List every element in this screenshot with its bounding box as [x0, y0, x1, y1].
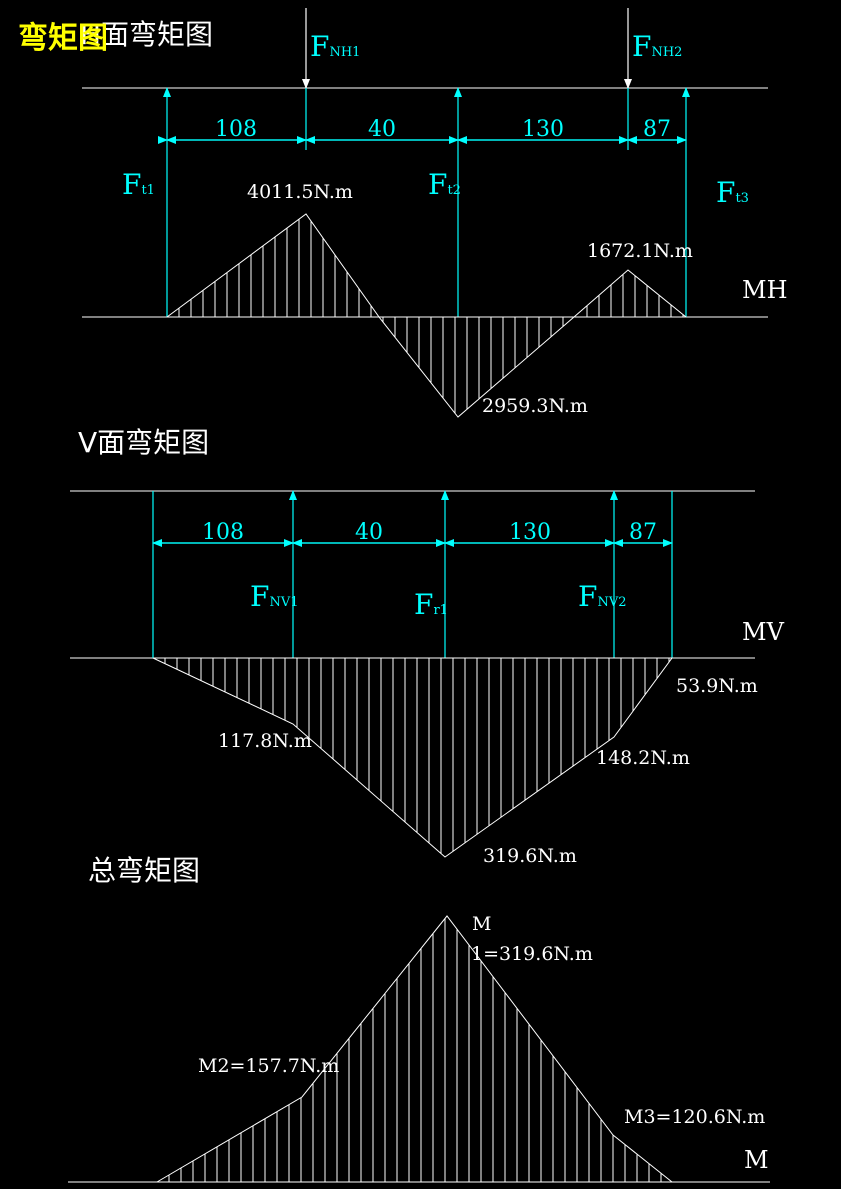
h-moment-shape-upper-right: [572, 269, 688, 318]
h-dim-label-3: 130: [522, 117, 564, 142]
v-moment-label-nv2: 148.2N.m: [596, 747, 690, 769]
h-moment-label-nh2: 1672.1N.m: [587, 240, 693, 262]
total-m1-label: 1=319.6N.m: [471, 943, 593, 965]
v-moment-label-r1: 319.6N.m: [483, 845, 577, 867]
v-dim-label-4: 87: [629, 520, 657, 545]
v-force-nv2: FNV2: [578, 580, 626, 613]
v-diagram-label: MV: [742, 618, 785, 646]
v-moment-shape: [152, 657, 673, 858]
h-dim-label-1: 108: [215, 117, 257, 142]
total-m3-label: M3=120.6N.m: [624, 1106, 765, 1128]
total-m2-label: M2=157.7N.m: [198, 1055, 339, 1077]
h-dim-label-2: 40: [368, 117, 396, 142]
v-plane-title: V面弯矩图: [78, 426, 209, 459]
total-m1-symbol: M: [472, 913, 491, 935]
h-plane-section: H面弯矩图 弯矩图 108 40 130 87: [18, 8, 788, 418]
v-dim-label-3: 130: [509, 520, 551, 545]
total-section: 总弯矩图 M 1=319.6N.m M2=157.7N.m M3=120.6N.…: [68, 854, 770, 1183]
h-diagram-label: MH: [742, 276, 788, 304]
v-dim-label-2: 40: [355, 520, 383, 545]
total-moment-shape: [155, 915, 674, 1183]
h-force-t2: Ft2: [428, 168, 461, 201]
total-diagram-label: M: [744, 1146, 769, 1174]
h-moment-label-t2: 2959.3N.m: [482, 395, 588, 417]
v-dim-label-1: 108: [202, 520, 244, 545]
overlay-title: 弯矩图: [18, 21, 108, 56]
h-moment-label-nh1: 4011.5N.m: [247, 181, 353, 203]
h-force-nh1: FNH1: [310, 30, 360, 63]
h-dim-label-4: 87: [643, 117, 671, 142]
h-force-nh2: FNH2: [632, 30, 682, 63]
h-force-t1: Ft1: [122, 168, 155, 201]
v-moment-label-nv1: 117.8N.m: [218, 730, 312, 752]
total-title: 总弯矩图: [88, 854, 200, 887]
v-moment-label-end: 53.9N.m: [676, 675, 758, 697]
h-force-t3: Ft3: [716, 176, 749, 209]
total-moment-hatch: [168, 918, 662, 1182]
v-force-r1: Fr1: [414, 588, 448, 621]
h-moment-shape-upper-left: [165, 213, 380, 318]
v-plane-section: V面弯矩图 108 40 130 87 FNV1 Fr1: [70, 426, 785, 867]
h-plane-title: H面弯矩图: [80, 18, 213, 51]
v-moment-hatch: [164, 658, 670, 854]
h-moment-hatch: [178, 219, 684, 414]
v-force-nv1: FNV1: [250, 580, 298, 613]
